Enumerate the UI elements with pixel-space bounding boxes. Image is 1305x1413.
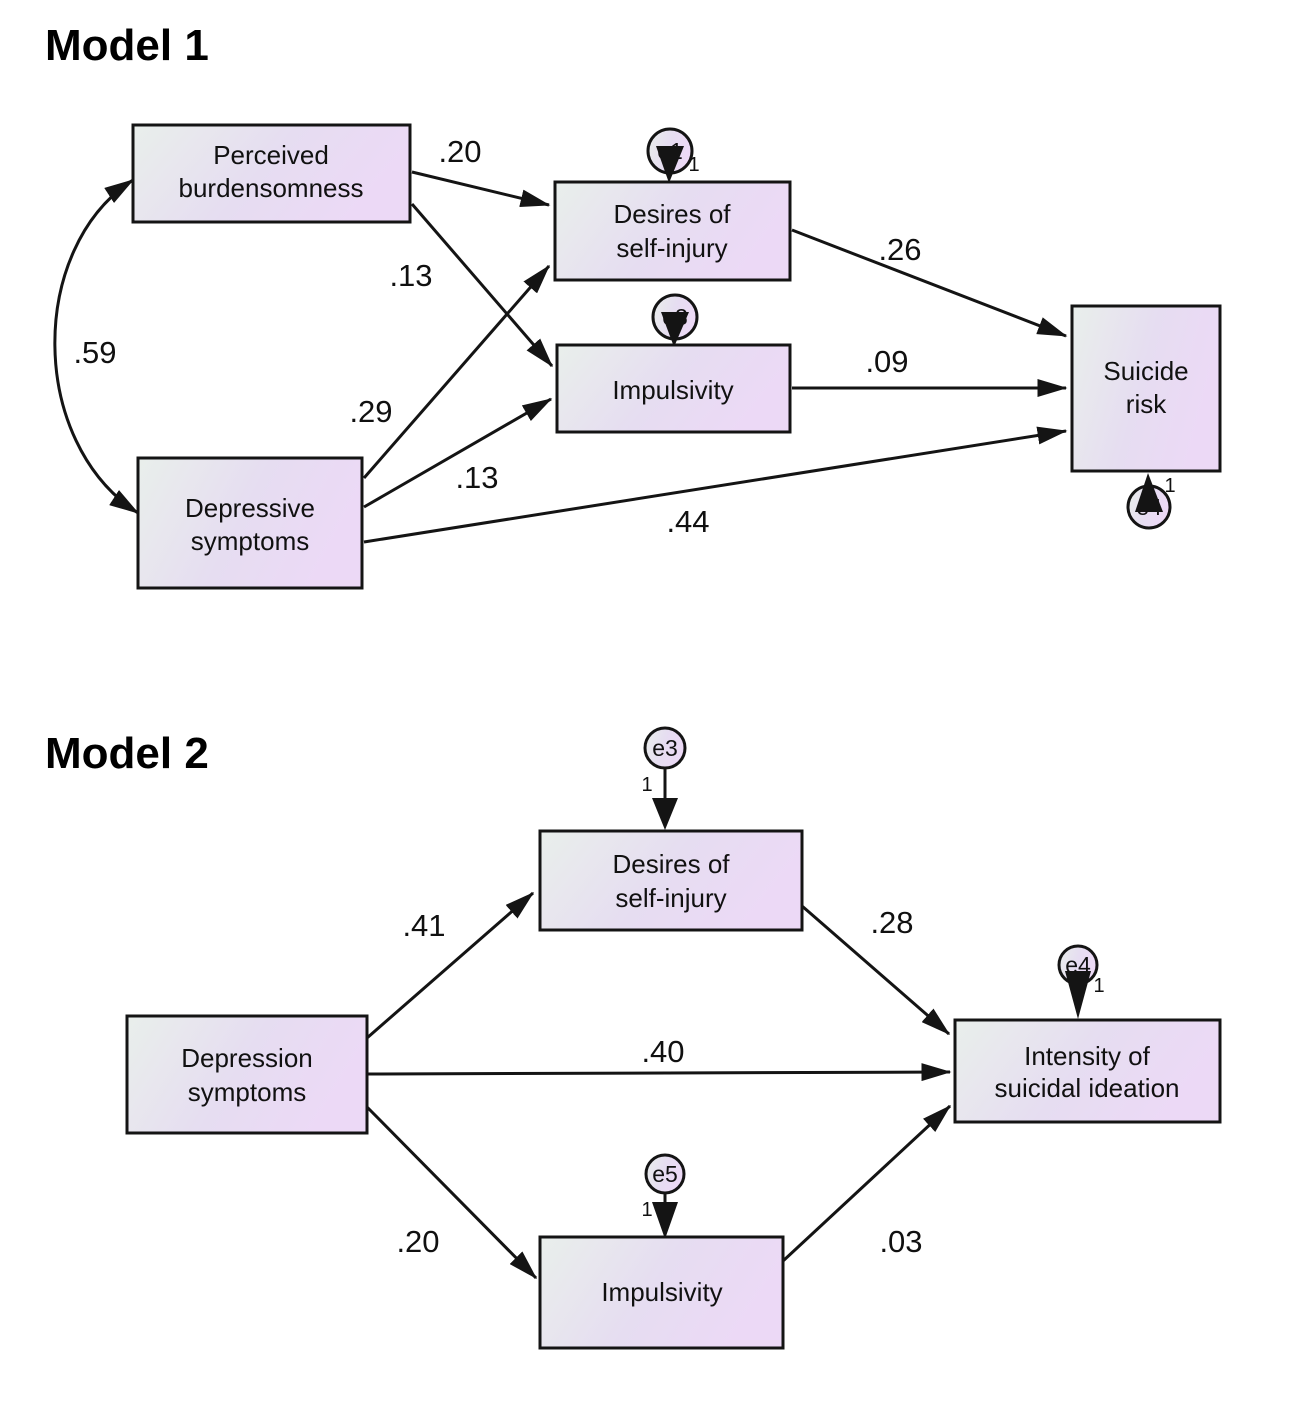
coef-ds-to-impulsivity: .13 <box>455 460 498 495</box>
model2-diagram: Model 2 .41 .40 .20 .28 .03 e3 1 e4 1 e5… <box>45 726 1222 1350</box>
node-suicide-risk-line1: Suicide <box>1103 356 1188 386</box>
coef-impulsivity-to-suicide: .09 <box>865 344 908 379</box>
node-intensity-line1: Intensity of <box>1024 1041 1151 1071</box>
node-intensity-suicidal-ideation <box>953 1018 1222 1124</box>
coef-desires-to-intensity: .28 <box>870 905 913 940</box>
coef-ds-to-desires: .29 <box>349 394 392 429</box>
coef-pb-to-impulsivity: .13 <box>389 258 432 293</box>
node-depression-symptoms-line1: Depression <box>181 1043 313 1073</box>
coef-pb-to-desires: .20 <box>438 134 481 169</box>
coef-pb-ds-covariance: .59 <box>73 335 116 370</box>
node-depressive-symptoms-line1: Depressive <box>185 493 315 523</box>
path-ds-to-impulsivity <box>363 397 553 509</box>
node-depressive-symptoms <box>136 456 364 590</box>
error-arrow-e4-m1 <box>1135 473 1163 512</box>
model1-title: Model 1 <box>45 21 209 70</box>
path-ds-to-impulsivity-m2 <box>365 1105 538 1280</box>
path-desires-to-intensity <box>801 904 951 1036</box>
path-impulsivity-to-intensity <box>781 1104 952 1263</box>
node-impulsivity-label-m1: Impulsivity <box>612 375 733 405</box>
loading-label-e3-m2: 1 <box>641 774 652 796</box>
error-arrow-e3-m2 <box>652 798 678 830</box>
path-ds-to-desires-m2 <box>366 891 535 1040</box>
node-suicide-risk <box>1070 304 1222 473</box>
covariance-arc-pb-ds <box>53 178 140 515</box>
path-ds-to-intensity <box>366 1063 952 1082</box>
path-ds-to-desires <box>362 264 551 479</box>
loading-label-e4-m2: 1 <box>1093 975 1104 997</box>
coef-ds-to-intensity: .40 <box>641 1034 684 1069</box>
node-impulsivity-m1 <box>555 343 792 434</box>
coef-ds-to-impulsivity-m2: .20 <box>396 1224 439 1259</box>
node-perceived-burdensomness <box>131 123 412 224</box>
model2-title: Model 2 <box>45 729 209 778</box>
loading-label-e5: 1 <box>641 1199 652 1221</box>
node-desires-self-injury-m2 <box>538 829 804 932</box>
error-arrow-e3-m1 <box>661 312 689 347</box>
node-impulsivity-m2 <box>538 1235 785 1350</box>
node-perceived-burdensomness-line2: burdensomness <box>179 173 364 203</box>
node-desires-line1-m1: Desires of <box>613 199 731 229</box>
error-label-e3-m2: e3 <box>652 735 678 761</box>
node-depression-symptoms-line2: symptoms <box>188 1077 306 1107</box>
path-pb-to-impulsivity <box>410 203 554 368</box>
node-desires-self-injury-m1 <box>553 180 792 282</box>
node-desires-line1-m2: Desires of <box>612 849 730 879</box>
node-impulsivity-label-m2: Impulsivity <box>601 1277 722 1307</box>
loading-label-e1: 1 <box>688 154 699 176</box>
model1-diagram: Model 1 .59 .20 .13 .29 .13 .44 .26 .09 … <box>45 21 1222 590</box>
node-depression-symptoms <box>125 1014 369 1135</box>
path-pb-to-desires <box>411 170 551 208</box>
error-arrow-e1 <box>656 146 684 183</box>
path-ds-to-suicide <box>363 426 1068 544</box>
node-depressive-symptoms-line2: symptoms <box>191 526 309 556</box>
path-desires-to-suicide <box>791 228 1068 338</box>
coef-impulsivity-to-intensity: .03 <box>879 1224 922 1259</box>
coef-ds-to-suicide: .44 <box>666 504 709 539</box>
node-desires-line2-m1: self-injury <box>616 233 727 263</box>
coef-desires-to-suicide: .26 <box>878 232 921 267</box>
loading-label-e4-m1: 1 <box>1164 475 1175 497</box>
error-label-e5: e5 <box>652 1161 678 1187</box>
error-arrow-e5 <box>652 1202 678 1239</box>
node-perceived-burdensomness-line1: Perceived <box>213 140 329 170</box>
error-arrow-e4-m2 <box>1065 971 1091 1019</box>
node-suicide-risk-line2: risk <box>1126 389 1167 419</box>
node-intensity-line2: suicidal ideation <box>994 1073 1179 1103</box>
coef-ds-to-desires-m2: .41 <box>402 908 445 943</box>
node-desires-line2-m2: self-injury <box>615 883 726 913</box>
